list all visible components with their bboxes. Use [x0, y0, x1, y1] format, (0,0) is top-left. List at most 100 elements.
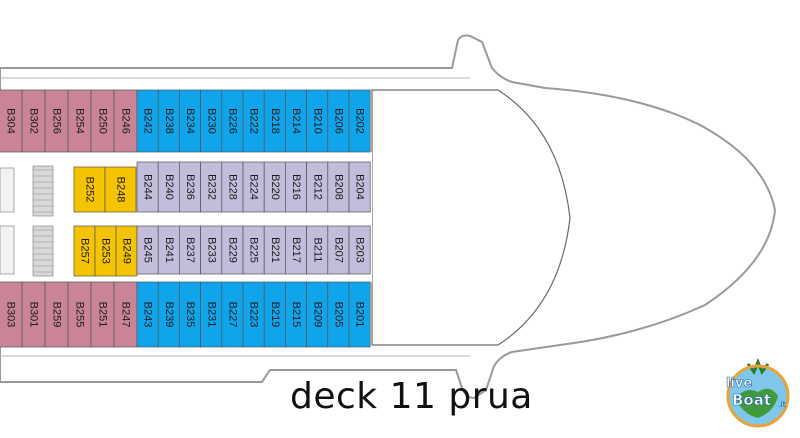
cabin[interactable]: B255	[67, 281, 92, 348]
cabin[interactable]: B252	[73, 166, 106, 213]
cabin[interactable]: B220	[263, 161, 286, 213]
cabin-number: B253	[100, 238, 112, 264]
cabin[interactable]: B239	[157, 281, 180, 348]
cabin[interactable]: B227	[221, 281, 244, 348]
cabin[interactable]: B217	[285, 225, 307, 275]
cabin[interactable]: B241	[157, 225, 180, 275]
cabin-box	[104, 166, 137, 213]
cabin-number: B259	[51, 302, 63, 328]
cabin-number: B250	[97, 108, 109, 134]
cabin[interactable]: B243	[136, 281, 159, 348]
cabin-number: B251	[97, 302, 109, 328]
cabin-number: B233	[205, 237, 217, 263]
cabin-number: B221	[269, 237, 281, 263]
cabin[interactable]: B230	[200, 89, 223, 153]
cabin-number: B226	[226, 108, 238, 134]
cabin[interactable]: B301	[21, 281, 46, 348]
logo-text-boat: Boat	[732, 391, 772, 410]
cabin-box	[73, 166, 106, 213]
cabin[interactable]: B242	[136, 89, 159, 153]
cabin[interactable]: B202	[348, 89, 371, 153]
cabin-number: B206	[332, 108, 344, 134]
cabin[interactable]: B236	[179, 161, 201, 213]
globe-icon	[726, 357, 790, 428]
cabin[interactable]: B250	[90, 89, 115, 153]
cabin-number: B207	[332, 237, 344, 263]
cabin[interactable]: B244	[136, 161, 159, 213]
cabin[interactable]: B205	[327, 281, 350, 348]
cabin-number: B227	[226, 302, 238, 328]
cabin[interactable]: B211	[306, 225, 329, 275]
cabin[interactable]: B235	[179, 281, 201, 348]
cabin-number: B249	[121, 238, 133, 264]
cabin-number: B212	[311, 174, 323, 200]
cabin[interactable]: B302	[21, 89, 46, 153]
cabin[interactable]: B216	[285, 161, 307, 213]
cabin[interactable]: B233	[200, 225, 223, 275]
cabin[interactable]: B253	[94, 225, 117, 277]
cabin[interactable]: B225	[242, 225, 265, 275]
cabin[interactable]: B203	[348, 225, 371, 275]
cabin[interactable]: B245	[136, 225, 159, 275]
cabin-number: B242	[142, 108, 154, 134]
cabin[interactable]: B209	[306, 281, 329, 348]
cabin[interactable]: B240	[157, 161, 180, 213]
cabin[interactable]: B201	[348, 281, 371, 348]
cabin[interactable]: B231	[200, 281, 223, 348]
cabin-number: B205	[332, 302, 344, 328]
cabin[interactable]: B259	[44, 281, 69, 348]
cabin-number: B245	[142, 237, 154, 263]
cabin[interactable]: B237	[179, 225, 201, 275]
cabin[interactable]: B206	[327, 89, 350, 153]
cabin[interactable]: B246	[113, 89, 138, 153]
cabin[interactable]: B219	[263, 281, 286, 348]
cabin-box	[348, 225, 371, 275]
cabin-number: B244	[142, 174, 154, 200]
cabin[interactable]: B232	[200, 161, 223, 213]
cabin-number: B246	[120, 108, 132, 134]
cabin-number: B252	[84, 177, 96, 203]
cabin[interactable]: B214	[285, 89, 307, 153]
cabin[interactable]: B215	[285, 281, 307, 348]
cabin[interactable]: B208	[327, 161, 350, 213]
cabin-number: B229	[226, 237, 238, 263]
liveboat-logo: live Boat .it	[718, 356, 796, 432]
cabin[interactable]: B251	[90, 281, 115, 348]
cabin-number: B223	[248, 302, 260, 328]
cabin[interactable]: B238	[157, 89, 180, 153]
cabin-number: B232	[205, 174, 217, 200]
cabin[interactable]: B207	[327, 225, 350, 275]
cabin[interactable]: B304	[0, 89, 23, 153]
cabin[interactable]: B229	[221, 225, 244, 275]
cabin[interactable]: B254	[67, 89, 92, 153]
cabin-number: B204	[354, 174, 366, 200]
cabin[interactable]: B210	[306, 89, 329, 153]
cabin[interactable]: B222	[242, 89, 265, 153]
cabin[interactable]: B221	[263, 225, 286, 275]
service-room	[0, 167, 15, 213]
cabin[interactable]: B249	[115, 225, 138, 277]
cabin-number: B247	[120, 302, 132, 328]
cabin[interactable]: B257	[73, 225, 96, 277]
cabin[interactable]: B247	[113, 281, 138, 348]
cabin-number: B238	[163, 108, 175, 134]
service-room	[0, 225, 15, 275]
cabin[interactable]: B303	[0, 281, 23, 348]
cabin-number: B234	[184, 108, 196, 134]
cabin[interactable]: B212	[306, 161, 329, 213]
cabin[interactable]: B256	[44, 89, 69, 153]
staircase	[32, 165, 54, 217]
cabin[interactable]: B234	[179, 89, 201, 153]
cabin-number: B235	[184, 302, 196, 328]
cabin-number: B219	[269, 302, 281, 328]
cabin[interactable]: B248	[104, 166, 137, 213]
cabin[interactable]: B204	[348, 161, 371, 213]
cabin[interactable]: B226	[221, 89, 244, 153]
cabin[interactable]: B218	[263, 89, 286, 153]
cabin-number: B243	[142, 302, 154, 328]
cabin-number: B210	[311, 108, 323, 134]
cabin[interactable]: B224	[242, 161, 265, 213]
cabin[interactable]: B228	[221, 161, 244, 213]
cabin[interactable]: B223	[242, 281, 265, 348]
cabin-number: B201	[354, 302, 366, 328]
